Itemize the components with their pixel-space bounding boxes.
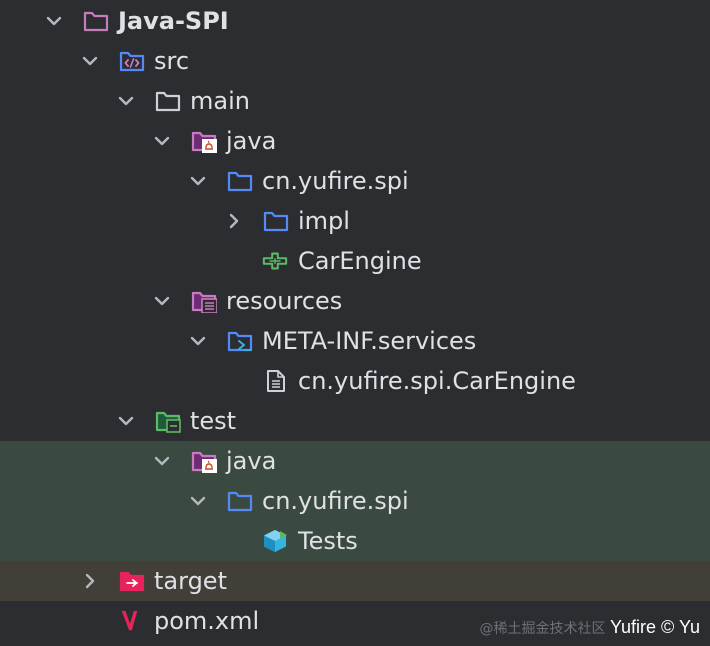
tree-item-label: Tests xyxy=(298,527,358,555)
chevron-right-icon[interactable] xyxy=(222,209,246,233)
chevron-down-icon[interactable] xyxy=(186,329,210,353)
tree-item-java-spi[interactable]: Java-SPI xyxy=(0,1,710,41)
maven-icon xyxy=(121,610,138,631)
chevron-down-icon[interactable] xyxy=(78,49,102,73)
test-root-icon xyxy=(155,411,181,433)
resources-root-icon xyxy=(191,291,217,313)
tree-item-pom[interactable]: pom.xml xyxy=(0,601,710,641)
java-sources-icon xyxy=(191,451,217,473)
tree-item-meta-inf[interactable]: META-INF.services xyxy=(0,321,710,361)
test-class-icon xyxy=(264,530,287,552)
tree-item-service-file[interactable]: cn.yufire.spi.CarEngine xyxy=(0,361,710,401)
tree-item-main-java[interactable]: java xyxy=(0,121,710,161)
tree-item-label: target xyxy=(154,567,227,595)
tree-item-label: resources xyxy=(226,287,343,315)
tree-item-label: META-INF.services xyxy=(262,327,477,355)
tree-item-target[interactable]: target xyxy=(0,561,710,601)
tree-item-resources[interactable]: resources xyxy=(0,281,710,321)
tree-item-car-engine[interactable]: CarEngine xyxy=(0,241,710,281)
tree-item-label: Java-SPI xyxy=(118,7,229,35)
chevron-down-icon[interactable] xyxy=(186,489,210,513)
tree-item-test[interactable]: test xyxy=(0,401,710,441)
tree-item-label: cn.yufire.spi xyxy=(262,167,409,195)
tree-item-label: java xyxy=(226,127,277,155)
watermark-prefix: @稀土掘金技术社区 xyxy=(479,621,606,637)
text-file-icon xyxy=(267,370,285,392)
tree-item-src[interactable]: src xyxy=(0,41,710,81)
package-icon xyxy=(227,171,253,192)
interface-icon xyxy=(262,252,288,270)
chevron-down-icon[interactable] xyxy=(150,129,174,153)
watermark: @稀土掘金技术社区 Yufire © Yu xyxy=(480,614,700,640)
folder-icon xyxy=(155,91,181,112)
package-icon xyxy=(263,211,289,232)
package-icon xyxy=(227,491,253,512)
folder-icon xyxy=(83,11,109,32)
tree-item-label: java xyxy=(226,447,277,475)
services-folder-icon xyxy=(227,331,253,352)
tree-item-test-package[interactable]: cn.yufire.spi xyxy=(0,481,710,521)
chevron-down-icon[interactable] xyxy=(114,89,138,113)
tree-item-label: impl xyxy=(298,207,350,235)
tree-item-main-package[interactable]: cn.yufire.spi xyxy=(0,161,710,201)
tree-item-label: main xyxy=(190,87,250,115)
tree-item-label: src xyxy=(154,47,190,75)
source-folder-icon xyxy=(119,51,145,72)
tree-item-label: cn.yufire.spi.CarEngine xyxy=(298,367,576,395)
tree-item-label: CarEngine xyxy=(298,247,422,275)
tree-item-label: test xyxy=(190,407,237,435)
chevron-right-icon[interactable] xyxy=(78,569,102,593)
chevron-down-icon[interactable] xyxy=(150,289,174,313)
chevron-down-icon[interactable] xyxy=(42,9,66,33)
tree-item-label: cn.yufire.spi xyxy=(262,487,409,515)
tree-item-label: pom.xml xyxy=(154,607,260,635)
chevron-down-icon[interactable] xyxy=(114,409,138,433)
tree-item-tests[interactable]: Tests xyxy=(0,521,710,561)
chevron-down-icon[interactable] xyxy=(186,169,210,193)
tree-item-main[interactable]: main xyxy=(0,81,710,121)
tree-item-test-java[interactable]: java xyxy=(0,441,710,481)
chevron-down-icon[interactable] xyxy=(150,449,174,473)
java-sources-icon xyxy=(191,131,217,153)
excluded-folder-icon xyxy=(119,571,145,592)
watermark-text: Yufire © Yu xyxy=(610,617,700,637)
tree-item-impl[interactable]: impl xyxy=(0,201,710,241)
